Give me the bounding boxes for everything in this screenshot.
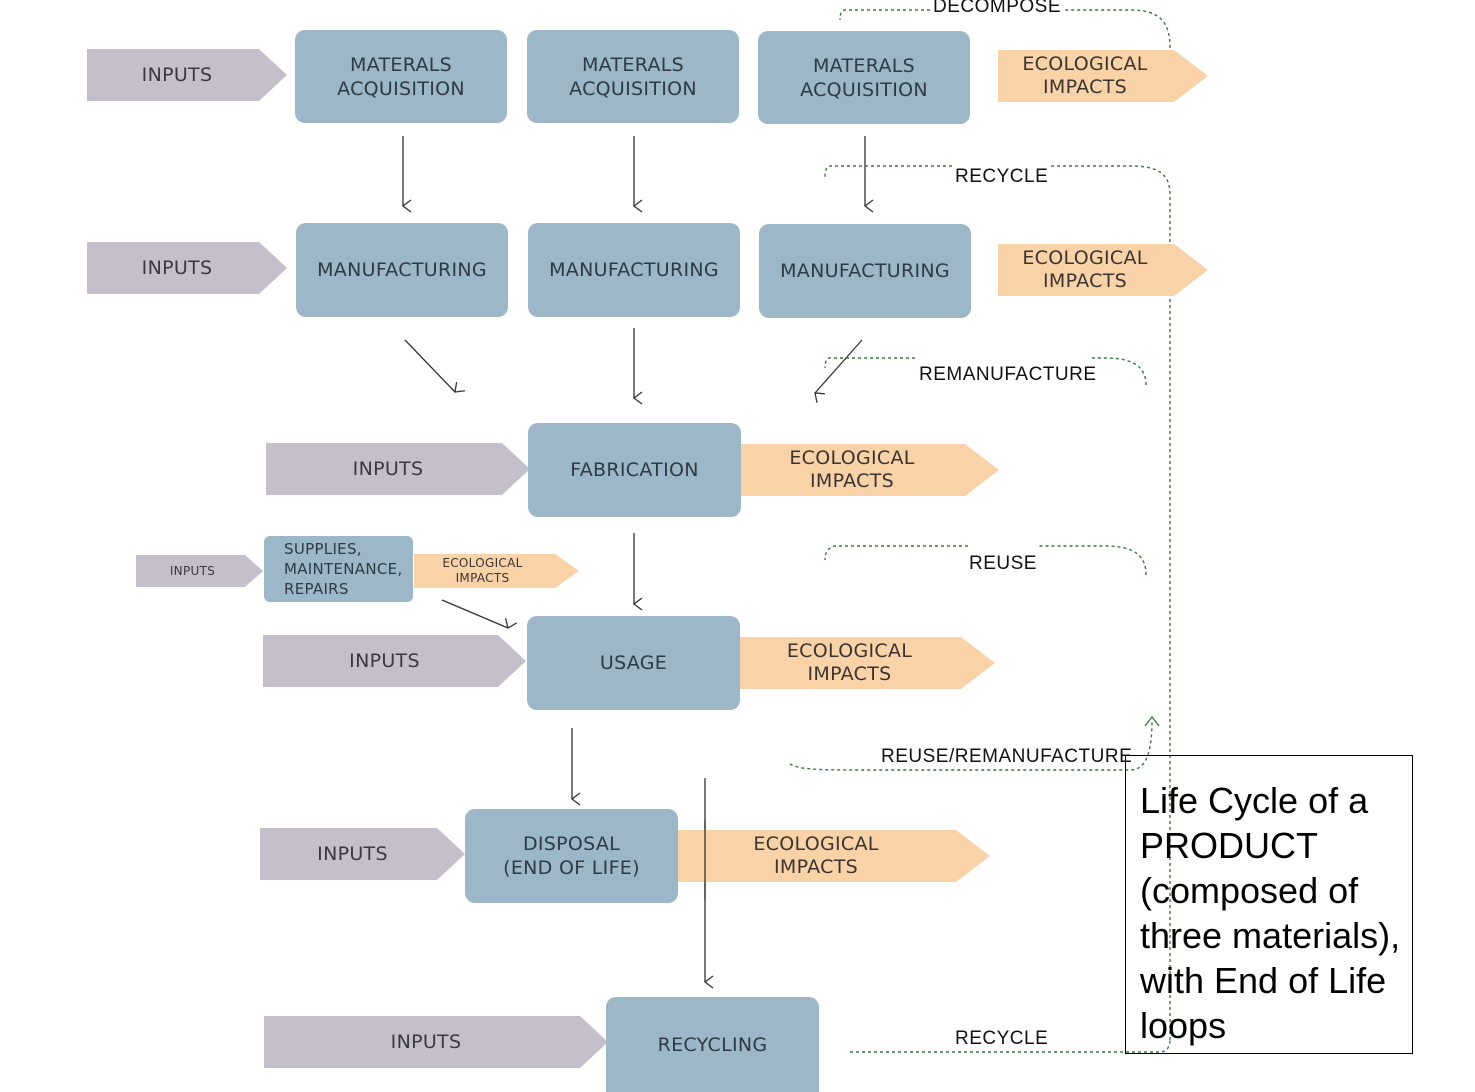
manufacturing-box-2: MANUFACTURING [528,223,740,317]
arrow-supplies-usage [441,599,517,629]
inputs-arrow-row2: INPUTS [87,242,287,294]
loop-label-reuse-remanufacture: REUSE/REMANUFACTURE [878,746,1136,768]
loop-recycle-top [824,165,1171,1040]
caption-box: Life Cycle of a PRODUCT (composed of thr… [1125,755,1413,1054]
ecological-impacts-disposal: ECOLOGICAL IMPACTS [678,830,990,882]
arrow-mf3-fab [814,339,863,403]
arrow-mf1-fab [404,339,466,393]
disposal-box: DISPOSAL (END OF LIFE) [465,809,678,903]
inputs-arrow-usage: INPUTS [263,635,526,687]
loop-label-reuse: REUSE [966,553,1040,575]
fabrication-box: FABRICATION [528,423,741,517]
materials-acquisition-box-1: MATERALS ACQUISITION [295,30,507,123]
manufacturing-box-3: MANUFACTURING [759,224,971,318]
recycling-box: RECYCLING [606,997,819,1092]
ecological-impacts-row1: ECOLOGICAL IMPACTS [998,50,1208,102]
inputs-arrow-row1: INPUTS [87,49,287,101]
caption-text: Life Cycle of a PRODUCT (composed of thr… [1140,780,1401,1046]
loop-recycle-bottom [850,1039,1171,1053]
inputs-arrow-recycling: INPUTS [264,1016,608,1068]
loop-reuse [824,545,1147,576]
materials-acquisition-box-2: MATERALS ACQUISITION [527,30,739,123]
ecological-impacts-row2: ECOLOGICAL IMPACTS [998,244,1208,296]
loop-label-decompose: DECOMPOSE [930,0,1065,18]
loop-reuse-remanufacture [789,719,1153,771]
inputs-arrow-disposal: INPUTS [260,828,465,880]
loop-label-remanufacture: REMANUFACTURE [916,364,1100,386]
inputs-arrow-fabrication: INPUTS [266,443,530,495]
loop-decompose [839,9,1171,49]
supplies-maintenance-repairs-box: SUPPLIES, MAINTENANCE, REPAIRS [264,536,413,602]
ecological-impacts-usage: ECOLOGICAL IMPACTS [740,637,995,689]
loop-reuse-remanufacture-arrowhead [1144,715,1160,727]
manufacturing-box-1: MANUFACTURING [296,223,508,317]
loop-label-recycle-top: RECYCLE [952,166,1052,188]
loop-remanufacture [824,357,1147,386]
ecological-impacts-fabrication: ECOLOGICAL IMPACTS [741,444,999,496]
loop-label-recycle-bottom: RECYCLE [952,1028,1052,1050]
inputs-arrow-supplies: INPUTS [136,555,263,587]
usage-box: USAGE [527,616,740,710]
ecological-impacts-supplies: ECOLOGICAL IMPACTS [414,554,579,588]
materials-acquisition-box-3: MATERALS ACQUISITION [758,31,970,124]
